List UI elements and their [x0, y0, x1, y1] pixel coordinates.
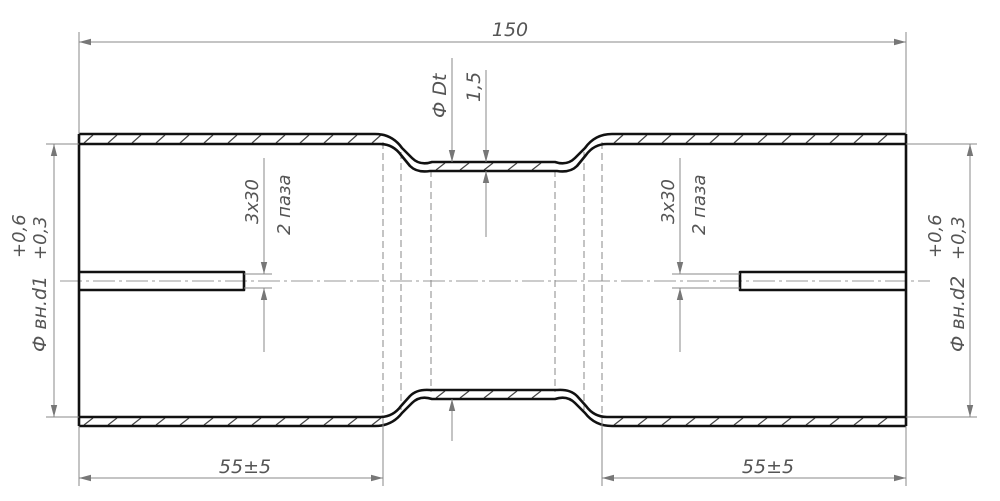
hatch-line	[709, 417, 720, 426]
hatch-line	[435, 162, 446, 171]
hatch-line	[299, 134, 310, 144]
hatch-line	[251, 417, 262, 426]
left-slot-size-text: 3х30	[242, 179, 263, 224]
hatch-line	[483, 162, 494, 171]
hatch-line	[275, 417, 286, 426]
hatch-line	[805, 134, 816, 144]
hatch-line	[507, 390, 518, 399]
dim-left-length-text: 55±5	[219, 456, 271, 478]
hatch-line	[459, 390, 470, 399]
hatch-line	[459, 162, 470, 171]
hatch-line	[155, 417, 166, 426]
right-tol-lower-text: +0,3	[948, 216, 969, 260]
dimension-overall-length: 150	[78, 19, 907, 134]
left-inner-diameter-text: Ф вн.d1	[29, 276, 51, 352]
hatch-line	[613, 417, 624, 426]
dimension-left-length: 55±5	[78, 420, 384, 486]
hatch-line	[853, 134, 864, 144]
dimension-left-slot: 3х30 2 паза	[242, 158, 295, 352]
hatch-line	[637, 134, 648, 144]
right-inner-diameter-text: Ф вн.d2	[947, 276, 969, 352]
hatch-line	[203, 134, 214, 144]
right-slot-count-text: 2 паза	[689, 174, 710, 235]
hatch-line	[531, 162, 542, 171]
right-tol-upper-text: +0,6	[925, 214, 946, 258]
hatch-line	[685, 417, 696, 426]
hatch-line	[829, 134, 840, 144]
hatch-line	[781, 134, 792, 144]
dim-right-length-text: 55±5	[742, 456, 794, 478]
hatch-line	[371, 417, 382, 426]
hatch-line	[483, 390, 494, 399]
hatch-line	[757, 417, 768, 426]
left-tol-upper-text: +0,6	[9, 214, 30, 258]
hatch-line	[709, 134, 720, 144]
dimension-right-slot: 3х30 2 паза	[658, 158, 740, 352]
wall-hatching	[83, 134, 888, 426]
hatch-line	[251, 134, 262, 144]
dimension-left-inner-diameter: Ф вн.d1 +0,3 +0,6	[9, 143, 79, 418]
hatch-line	[661, 417, 672, 426]
hatch-line	[131, 417, 142, 426]
hatch-line	[347, 417, 358, 426]
dim-center-diameter-text: Ф Dt	[429, 72, 451, 118]
hatch-line	[179, 417, 190, 426]
dim-overall-length-text: 150	[492, 19, 528, 41]
hatch-line	[107, 417, 118, 426]
hatch-line	[155, 134, 166, 144]
part-outline	[77, 132, 908, 428]
hatch-line	[613, 134, 624, 144]
hatch-line	[435, 390, 446, 399]
hidden-lines	[382, 142, 603, 420]
dimension-right-length: 55±5	[601, 420, 907, 486]
left-tol-lower-text: +0,3	[30, 216, 51, 260]
dimension-center-diameter: Ф Dt 1,5	[429, 58, 490, 441]
hatch-line	[323, 134, 334, 144]
hatch-line	[83, 417, 94, 426]
hatch-line	[661, 134, 672, 144]
hatch-line	[853, 417, 864, 426]
hatch-line	[323, 417, 334, 426]
left-slot-count-text: 2 паза	[274, 174, 295, 235]
hatch-line	[781, 417, 792, 426]
hatch-line	[829, 417, 840, 426]
hatch-line	[371, 134, 382, 144]
hatch-line	[275, 134, 286, 144]
hatch-line	[227, 134, 238, 144]
right-slot-size-text: 3х30	[658, 179, 679, 224]
hatch-line	[507, 162, 518, 171]
hatch-line	[877, 417, 888, 426]
hatch-line	[203, 417, 214, 426]
hatch-line	[107, 134, 118, 144]
hatch-line	[531, 390, 542, 399]
hatch-line	[805, 417, 816, 426]
hatch-line	[83, 134, 94, 144]
hatch-line	[227, 417, 238, 426]
hatch-line	[733, 417, 744, 426]
hatch-line	[299, 417, 310, 426]
hatch-line	[131, 134, 142, 144]
hatch-line	[637, 417, 648, 426]
hatch-line	[877, 134, 888, 144]
hatch-line	[685, 134, 696, 144]
hatch-line	[733, 134, 744, 144]
hatch-line	[347, 134, 358, 144]
dim-wall-thickness-text: 1,5	[463, 72, 485, 102]
hatch-line	[179, 134, 190, 144]
hatch-line	[757, 134, 768, 144]
dimension-right-inner-diameter: Ф вн.d2 +0,3 +0,6	[906, 143, 977, 418]
